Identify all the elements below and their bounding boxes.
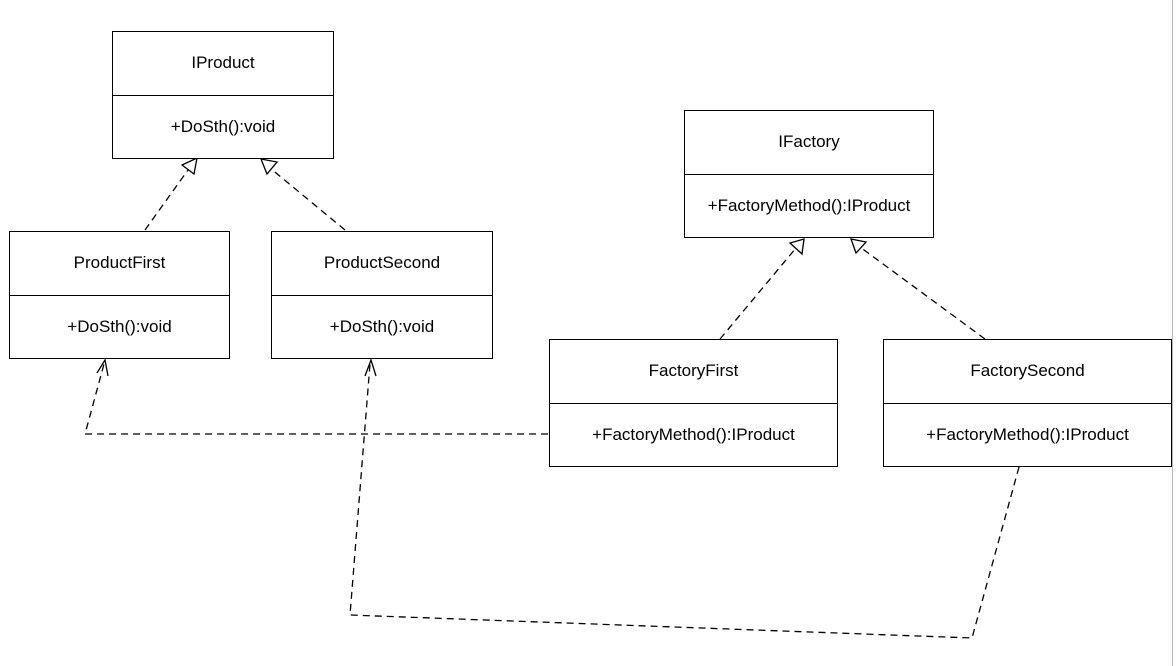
class-name: FactorySecond — [884, 340, 1171, 404]
class-method: +FactoryMethod():IProduct — [592, 424, 795, 444]
realization-productsecond-iproduct — [269, 167, 346, 231]
realization-factorysecond-ifactory — [859, 246, 986, 340]
class-method: +FactoryMethod():IProduct — [926, 424, 1129, 444]
class-method: +DoSth():void — [67, 316, 172, 336]
class-name: IFactory — [685, 111, 933, 175]
realization-head-productsecond — [259, 158, 279, 176]
class-factorysecond[interactable]: FactorySecond +FactoryMethod():IProduct — [883, 339, 1172, 467]
class-name: ProductFirst — [10, 232, 229, 296]
canvas-edge-divider — [1172, 0, 1173, 666]
dependency-factoryfirst-productfirst — [84, 363, 548, 435]
class-productfirst[interactable]: ProductFirst +DoSth():void — [9, 231, 230, 359]
realization-head-factorysecond — [850, 238, 868, 255]
realization-head-factoryfirst — [788, 238, 805, 256]
class-method: +DoSth():void — [329, 316, 435, 336]
class-productsecond[interactable]: ProductSecond +DoSth():void — [271, 231, 493, 359]
class-factoryfirst[interactable]: FactoryFirst +FactoryMethod():IProduct — [549, 339, 838, 467]
class-name: IProduct — [113, 32, 333, 96]
class-name: ProductSecond — [272, 232, 492, 296]
realization-productfirst-iproduct — [144, 169, 189, 231]
class-iproduct[interactable]: IProduct +DoSth():void — [112, 31, 334, 159]
dependency-factorysecond-productsecond — [349, 363, 1020, 639]
class-method: +DoSth():void — [170, 116, 276, 136]
dependency-head-productsecond — [364, 357, 377, 377]
realization-factoryfirst-ifactory — [719, 247, 797, 340]
class-name: FactoryFirst — [550, 340, 837, 404]
dependency-head-productfirst — [96, 358, 109, 377]
class-method: +FactoryMethod():IProduct — [707, 195, 911, 215]
class-ifactory[interactable]: IFactory +FactoryMethod():IProduct — [684, 110, 934, 238]
realization-head-productfirst — [180, 156, 198, 176]
